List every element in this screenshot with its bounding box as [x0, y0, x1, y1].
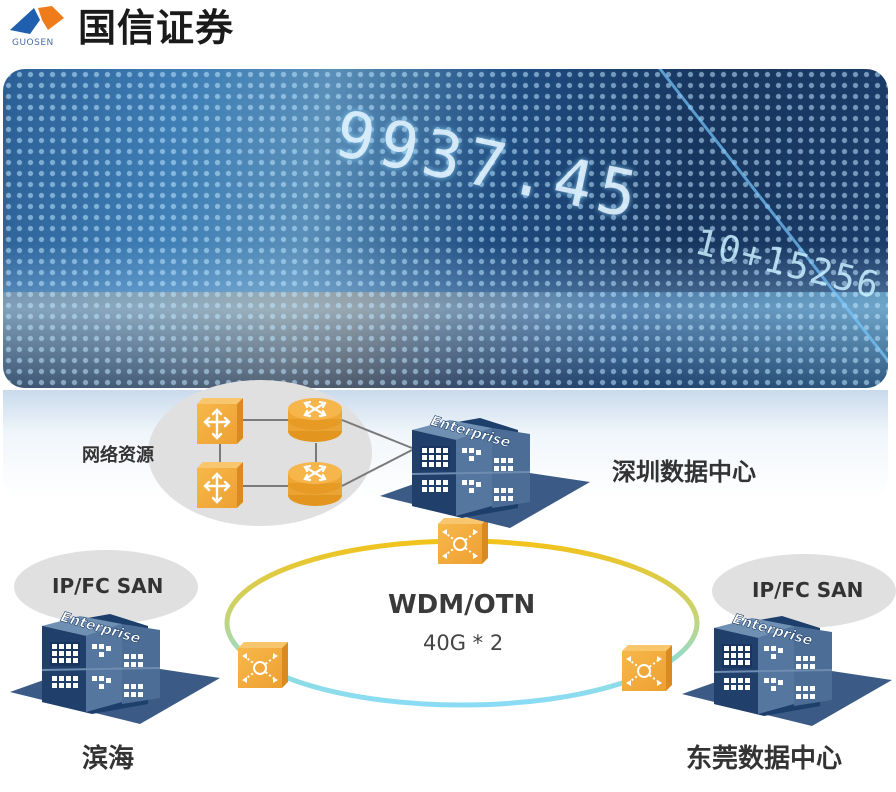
network-resources-label: 网络资源: [82, 445, 154, 466]
oxc-node-icon: [438, 518, 488, 564]
router-icon: [287, 461, 343, 507]
san-bubble-dongguan: [712, 554, 896, 628]
network-links: [219, 419, 413, 487]
site-name-shenzhen: 深圳数据中心: [612, 458, 756, 486]
switch-icon: [197, 398, 243, 444]
oxc-node-icon: [238, 642, 288, 688]
switch-icon: [197, 462, 243, 508]
led-dot-matrix: [3, 69, 888, 388]
ring-title: WDM/OTN: [388, 590, 536, 620]
san-bubble-binhai: [14, 550, 198, 624]
storage-label-dongguan: IP/FC SAN: [752, 578, 864, 602]
site-name-dongguan: 东莞数据中心: [686, 744, 843, 774]
brand-name: 国信证券: [78, 5, 235, 50]
router-icon: [287, 397, 343, 443]
guosen-logo-icon: [10, 6, 64, 34]
logo-subtitle: GUOSEN: [12, 38, 54, 48]
site-name-binhai: 滨海: [82, 744, 135, 774]
ring-capacity: 40G * 2: [423, 631, 504, 655]
hero-banner: 9937.45 10+15256: [3, 69, 888, 388]
oxc-node-icon: [622, 645, 672, 691]
storage-label-binhai: IP/FC SAN: [52, 574, 164, 598]
